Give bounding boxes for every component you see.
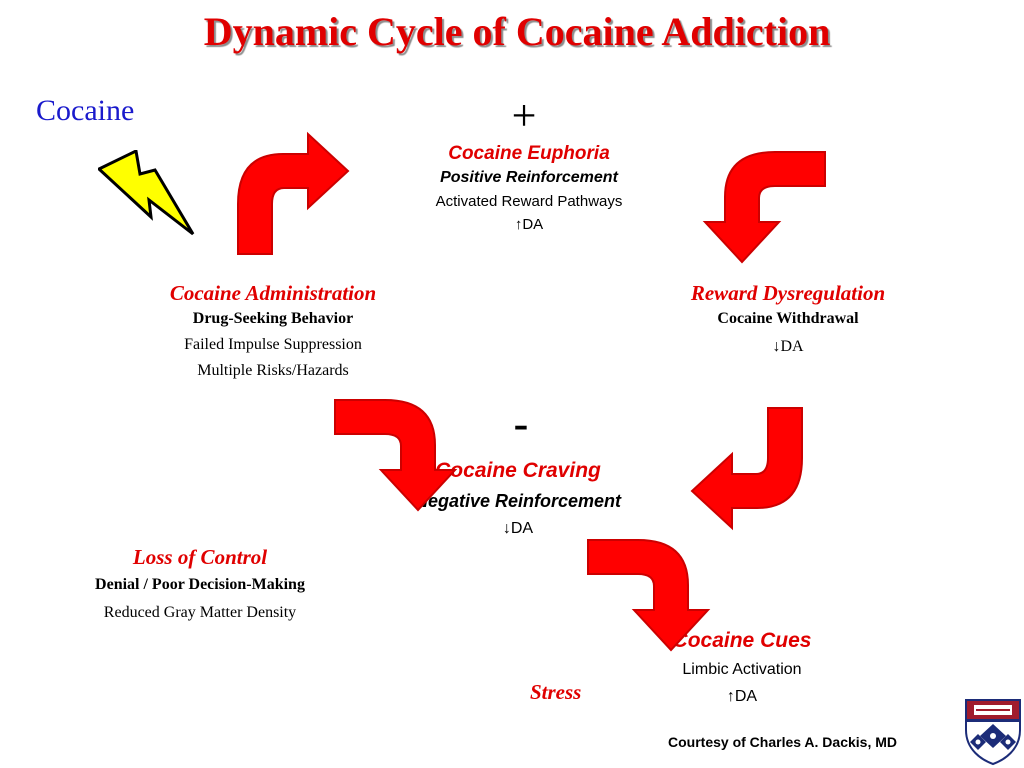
loss-of-control-block: Loss of Control Denial / Poor Decision-M… (50, 543, 350, 627)
euphoria-line1: Positive Reinforcement (440, 169, 618, 186)
euphoria-block: Cocaine Euphoria Positive Reinforcement … (394, 142, 664, 236)
euphoria-line2: Activated Reward Pathways (435, 193, 623, 210)
craving-heading: Cocaine Craving (435, 459, 601, 482)
euphoria-line3: ↑DA (514, 216, 544, 233)
cues-heading: Cocaine Cues (672, 629, 812, 652)
page-title: Dynamic Cycle of Cocaine Addiction (203, 9, 831, 54)
lightning-bolt-icon (98, 150, 195, 236)
loss-of-control-line2: Reduced Gray Matter Density (103, 604, 297, 621)
euphoria-heading: Cocaine Euphoria (448, 143, 610, 164)
craving-block: Cocaine Craving Negative Reinforcement ↓… (368, 456, 668, 542)
plus-symbol: + (511, 91, 537, 140)
administration-line2: Failed Impulse Suppression (184, 336, 362, 353)
credit-text: Courtesy of Charles A. Dackis, MD (668, 734, 897, 750)
administration-heading: Cocaine Administration (169, 281, 377, 305)
cues-line1: Limbic Activation (682, 661, 802, 678)
administration-line1: Drug-Seeking Behavior (192, 310, 354, 327)
minus-symbol: - (513, 399, 529, 448)
administration-line3: Multiple Risks/Hazards (197, 362, 349, 379)
university-shield-icon (965, 699, 1021, 766)
dysregulation-heading: Reward Dysregulation (690, 281, 886, 305)
administration-block: Cocaine Administration Drug-Seeking Beha… (128, 280, 418, 384)
dysregulation-line2: ↓DA (772, 338, 804, 355)
dysregulation-block: Reward Dysregulation Cocaine Withdrawal … (648, 280, 928, 362)
loss-of-control-heading: Loss of Control (132, 545, 268, 569)
cues-line2: ↑DA (726, 688, 758, 705)
craving-line1: Negative Reinforcement (414, 491, 622, 511)
dysregulation-line1: Cocaine Withdrawal (717, 310, 859, 327)
craving-line2: ↓DA (502, 520, 534, 537)
cocaine-label: Cocaine (36, 94, 135, 127)
loss-of-control-line1: Denial / Poor Decision-Making (95, 576, 305, 593)
stress-label: Stress (530, 680, 582, 704)
cues-block: Cocaine Cues Limbic Activation ↑DA (622, 626, 862, 710)
